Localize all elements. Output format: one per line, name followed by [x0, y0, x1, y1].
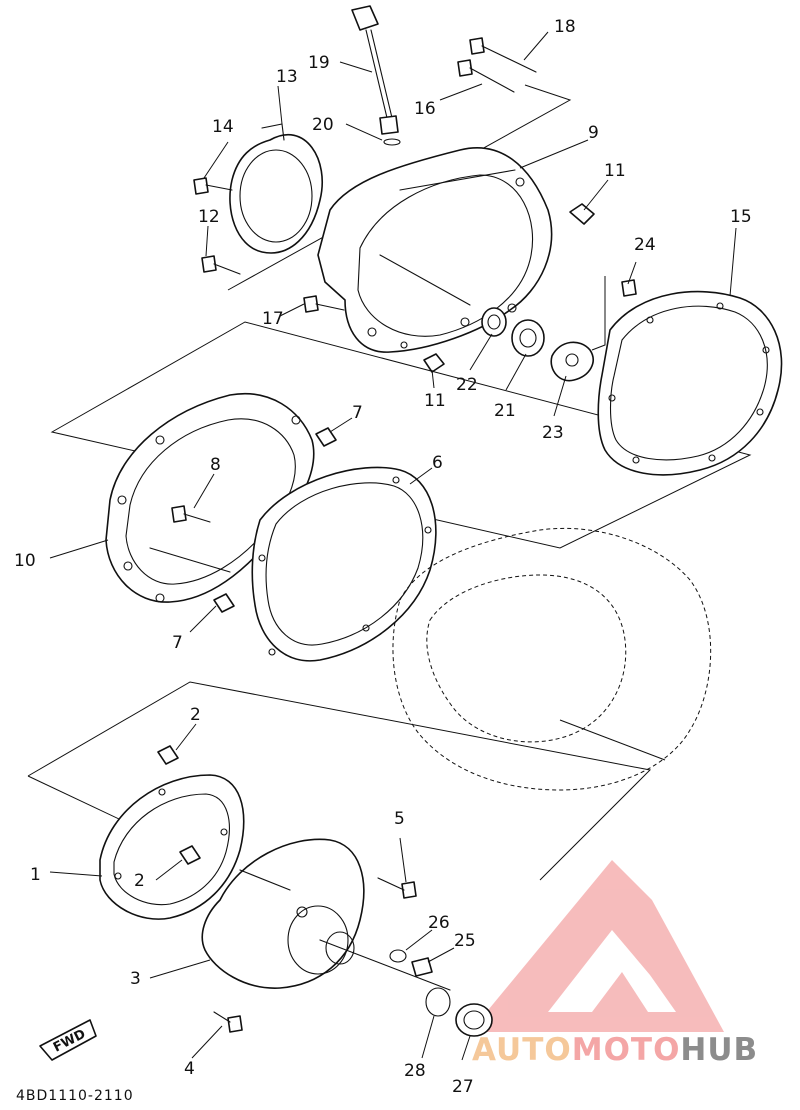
drawing-code: 4BD1110-2110 [16, 1088, 134, 1104]
fwd-arrow: FWD [39, 1019, 97, 1061]
part-27-cap [455, 1003, 493, 1037]
watermark-text-auto: AUTO [472, 1032, 572, 1068]
part-18-bolt [469, 37, 537, 73]
watermark-text: AUTOMOTOHUB [472, 1032, 758, 1068]
part-10-crankcase-cover [105, 392, 315, 603]
callout-3: 3 [130, 969, 141, 989]
callout-19: 19 [308, 53, 330, 73]
part-21-bearing [511, 319, 545, 357]
crankcase-phantom [392, 527, 712, 791]
callout-2-lower: 2 [134, 871, 145, 891]
part-2-dowel-lower [179, 845, 201, 865]
part-9-clutch-cover [317, 147, 553, 353]
part-13-cover-plate [229, 123, 323, 254]
watermark-triangle-inner [548, 930, 676, 1012]
callout-5: 5 [394, 809, 405, 829]
part-2-dowel-upper [157, 745, 179, 765]
callout-9: 9 [588, 123, 599, 143]
part-14-bolt [193, 177, 233, 195]
watermark-triangle-outer [470, 860, 724, 1032]
leader-lines [49, 31, 737, 1061]
part-22-oil-seal [481, 307, 507, 337]
callout-23: 23 [542, 423, 564, 443]
part-26-o-ring [389, 949, 407, 963]
callout-28: 28 [404, 1061, 426, 1081]
part-4-bolt [213, 1011, 243, 1033]
callout-6: 6 [432, 453, 443, 473]
callout-17: 17 [262, 309, 284, 329]
part-19-dipstick [351, 5, 399, 135]
callout-27: 27 [452, 1077, 474, 1097]
part-25-plug [411, 957, 433, 977]
callout-11-upper: 11 [604, 161, 626, 181]
callout-12: 12 [198, 207, 220, 227]
callout-7-lower: 7 [172, 633, 183, 653]
part-7-dowel-upper [315, 427, 337, 447]
part-28-o-ring [425, 987, 451, 1017]
watermark-text-moto: MOTO [572, 1032, 681, 1068]
watermark-text-hub: HUB [680, 1032, 758, 1068]
callout-13: 13 [276, 67, 298, 87]
callout-8: 8 [210, 455, 221, 475]
part-8-bolt [171, 505, 211, 523]
callout-22: 22 [456, 375, 478, 395]
part-6-gasket [251, 466, 437, 662]
part-17-bolt [303, 295, 345, 313]
watermark-triangle-core [592, 972, 648, 1012]
callout-16: 16 [414, 99, 436, 119]
callout-2-upper: 2 [190, 705, 201, 725]
callout-18: 18 [554, 17, 576, 37]
watermark-logo [470, 860, 724, 1032]
part-11-dowel-lower [423, 353, 445, 373]
part-20-o-ring [383, 138, 401, 146]
part-7-dowel-lower [213, 593, 235, 613]
part-3-generator-cover [201, 838, 451, 991]
part-24-screw [621, 279, 637, 297]
callout-4: 4 [184, 1059, 195, 1079]
part-12-bolt [201, 255, 241, 275]
part-15-gasket [597, 290, 783, 476]
callout-15: 15 [730, 207, 752, 227]
part-23-plate [550, 341, 594, 382]
part-1-gasket [99, 774, 245, 920]
callout-21: 21 [494, 401, 516, 421]
part-11-dowel-upper [569, 203, 595, 225]
callout-1: 1 [30, 865, 41, 885]
callout-25: 25 [454, 931, 476, 951]
callout-7-upper: 7 [352, 403, 363, 423]
callout-10: 10 [14, 551, 36, 571]
part-16-bolt [457, 59, 515, 93]
callout-24: 24 [634, 235, 656, 255]
callout-numbers: 1 2 2 3 4 5 6 7 7 8 9 10 11 11 12 13 14 … [14, 17, 752, 1097]
part-5-bolt [377, 877, 417, 899]
callout-26: 26 [428, 913, 450, 933]
callout-11-lower: 11 [424, 391, 446, 411]
callout-14: 14 [212, 117, 234, 137]
callout-20: 20 [312, 115, 334, 135]
